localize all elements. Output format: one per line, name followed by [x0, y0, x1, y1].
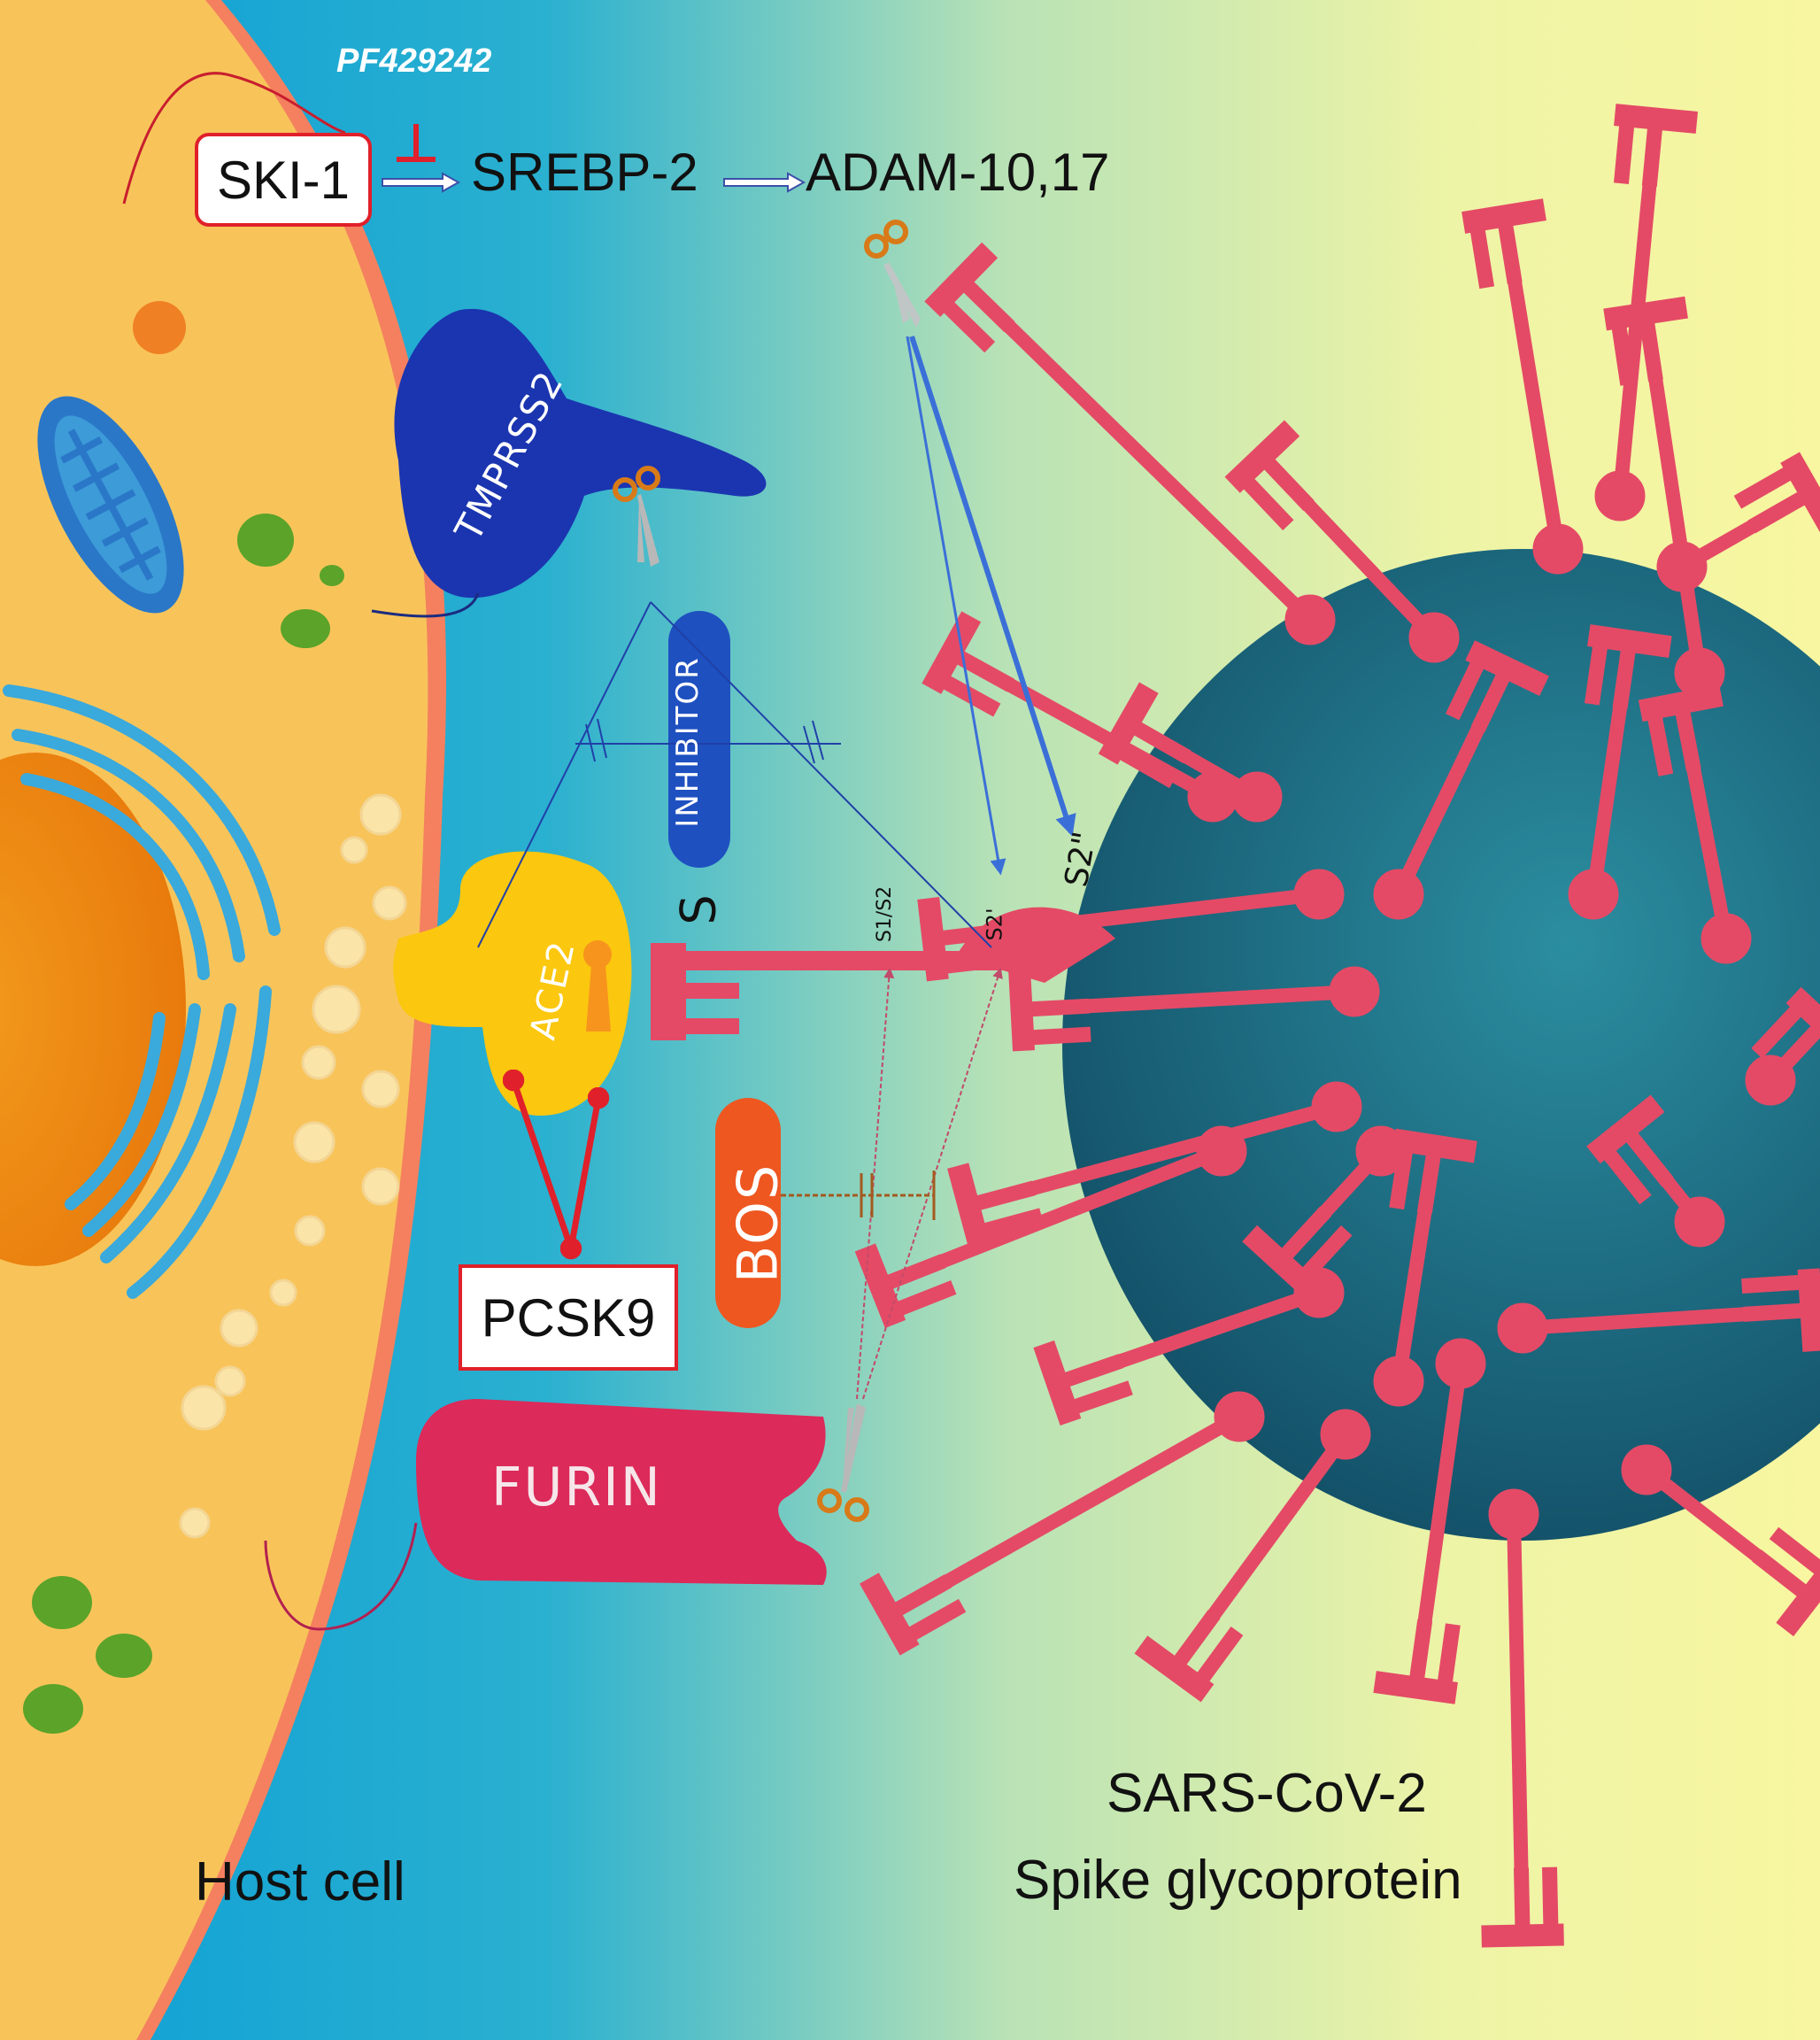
spike-key-head [860, 1572, 967, 1656]
inhibitor-label: INHIBITOR [669, 656, 706, 828]
ski1-label: SKI-1 [216, 150, 351, 210]
spike-key-head [1373, 1619, 1461, 1704]
bos-inhibition-line [781, 1171, 936, 1220]
spike-base [1293, 1267, 1345, 1318]
spike-key-head [1224, 420, 1315, 531]
spike-base [1497, 1302, 1548, 1354]
spike-stalk [1507, 1513, 1530, 1931]
spike-base [1594, 470, 1646, 522]
furin-to-s2prime-arrow [862, 967, 1003, 1400]
spike-key-head [1098, 682, 1191, 789]
furin-label: FURIN [491, 1457, 662, 1518]
spike-base [1700, 913, 1752, 964]
bos-capsule [715, 1098, 781, 1328]
spike-key-head [947, 1163, 1044, 1248]
spike-key-head [854, 1243, 957, 1329]
spike-s-label: S [670, 894, 727, 925]
pcsk9-ace2-links [502, 1069, 610, 1260]
spike-key-head [1733, 452, 1820, 535]
nucleus [0, 753, 186, 1266]
golgi-apparatus [3, 684, 281, 1299]
pf429242-label: PF429242 [336, 42, 492, 80]
spike-base [1674, 1196, 1725, 1248]
spike-base [1373, 869, 1424, 920]
keyhole-icon [583, 940, 612, 969]
spike-base [1329, 966, 1380, 1017]
host-cell-label: Host cell [195, 1851, 405, 1912]
virus-label-line2: Spike glycoprotein [1014, 1850, 1462, 1911]
spike-base [1196, 1125, 1247, 1177]
spike-base [1231, 771, 1283, 823]
spike-base [1293, 869, 1345, 920]
furin-scissors-icon [817, 1403, 869, 1522]
spike-proteins [854, 104, 1820, 1948]
tmprss2-scissors-icon [613, 466, 660, 567]
pcsk9-label: PCSK9 [481, 1287, 656, 1348]
adam-to-s2prime-arrow [906, 336, 1006, 876]
spike-base [1408, 612, 1460, 663]
spike-key-head [1613, 104, 1699, 187]
tmprss2-tether [371, 592, 480, 618]
spike-base [1311, 1081, 1362, 1132]
spike-base [1621, 1444, 1672, 1495]
spike-key-head [1751, 986, 1820, 1078]
spike-base [1320, 1409, 1371, 1460]
spike-stalk [971, 1100, 1339, 1211]
s2prime-site-label: S2' [982, 908, 1007, 941]
spike-key-head [1033, 1340, 1133, 1426]
adam-scissors-icon [864, 220, 921, 328]
ski1-tether [122, 72, 346, 205]
s1s2-site-label: S1/S2 [874, 885, 897, 943]
bound-spike-protein [651, 907, 1115, 1040]
spike-key-head [1389, 1128, 1477, 1214]
spike-base [1488, 1488, 1539, 1540]
spike-stalk [891, 1410, 1243, 1618]
spike-key-head [1638, 684, 1724, 777]
adam-label: ADAM-10,17 [806, 143, 1110, 202]
granules [23, 514, 344, 1734]
mitochondrion [37, 396, 184, 614]
spike-key-head [1445, 640, 1549, 733]
spike-base [1435, 1338, 1486, 1389]
ace2-receptor [393, 851, 632, 1116]
virus-label-line1: SARS-CoV-2 [1107, 1763, 1427, 1824]
bos-label: BOS [725, 1163, 790, 1284]
organelle-dot [133, 301, 186, 354]
tmprss2-protein [394, 308, 767, 599]
pf429242-inhibition-bar [397, 124, 436, 162]
spike-base [1284, 594, 1336, 645]
furin-protein [416, 1399, 827, 1585]
spike-base [1568, 869, 1619, 920]
srebp2-label: SREBP-2 [471, 143, 698, 202]
spike-key-head [1481, 1866, 1564, 1948]
spike-key-head [1461, 198, 1546, 290]
vesicles [179, 793, 407, 1539]
adam-to-s2dprime-arrow [909, 336, 1076, 837]
spike-key-head [1741, 1268, 1820, 1352]
spike-stalk [960, 278, 1315, 625]
spike-key-head [1603, 296, 1688, 386]
pathway-arrows [382, 172, 806, 193]
spike-key-head [1584, 624, 1672, 709]
spike-key-head [1134, 1610, 1244, 1703]
tmprss2-action-lines [477, 601, 992, 948]
spike-key-head [1752, 1526, 1820, 1637]
pcsk9-box: PCSK9 [459, 1264, 678, 1371]
keyhole-slot [586, 965, 611, 1032]
spike-key-head [924, 242, 1015, 353]
ski1-box: SKI-1 [195, 133, 372, 227]
spike-key-head [1008, 968, 1091, 1052]
spike-base [1214, 1391, 1265, 1442]
furin-tether [264, 1522, 418, 1631]
spike-base [1532, 523, 1584, 575]
inhibitor-capsule [668, 611, 730, 868]
spike-key-head [1586, 1094, 1674, 1205]
spike-base [1373, 1356, 1424, 1407]
